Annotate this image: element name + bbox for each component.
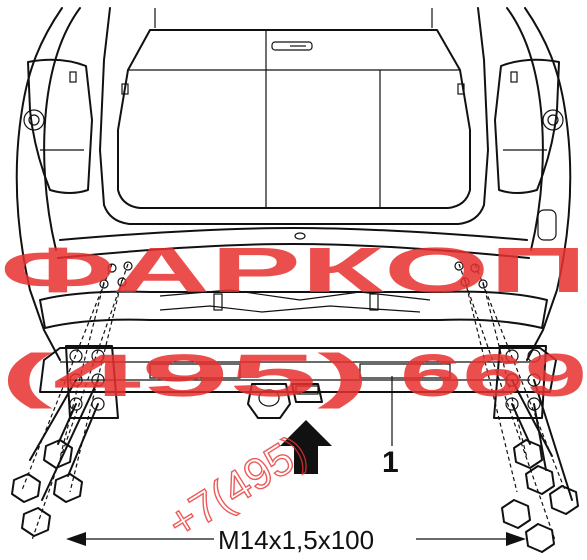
bolt-spec-label: M14x1,5x100 bbox=[218, 525, 374, 555]
dimension-line bbox=[66, 532, 526, 546]
up-arrow-icon bbox=[280, 420, 332, 474]
bolts-left bbox=[11, 263, 129, 541]
tow-ball-socket bbox=[247, 383, 323, 419]
callout-number: 1 bbox=[382, 446, 399, 479]
towbar-crossbar bbox=[39, 345, 557, 419]
watermark-phone-area: (495) bbox=[0, 342, 370, 409]
watermark: ФАРКОП (495) 669 +7(495) bbox=[0, 234, 587, 549]
watermark-phone-digits: 669 bbox=[400, 342, 587, 409]
car-rear-body bbox=[15, 7, 572, 361]
watermark-brand: ФАРКОП bbox=[0, 234, 587, 306]
bolts-right bbox=[458, 263, 579, 553]
